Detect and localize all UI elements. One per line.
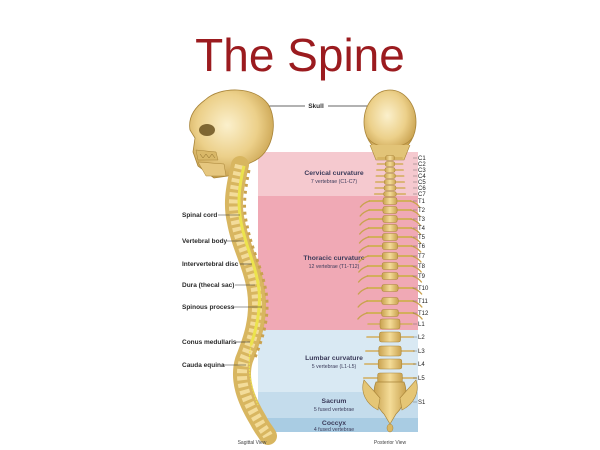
region-detail-cervical: 7 vertebrae (C1-C7) <box>311 179 357 185</box>
skull-label-group: Skull <box>262 103 372 110</box>
sagittal-labels: Spinal cord Vertebral body Intervertebra… <box>182 212 262 369</box>
region-detail-coccyx: 4 fused vertebrae <box>314 427 354 433</box>
vertebra-L4 <box>364 358 416 370</box>
vertebra-label-T12: T12 <box>418 311 429 317</box>
vertebra-T11 <box>357 297 423 308</box>
vertebra-label-T3: T3 <box>418 217 426 223</box>
vertebra-label-C5: C5 <box>418 180 426 186</box>
region-detail-sacrum: 5 fused vertebrae <box>314 407 354 413</box>
posterior-view-label: Posterior View <box>374 440 407 446</box>
vertebra-label-L4: L4 <box>418 362 425 368</box>
vertebra-L5 <box>362 372 418 384</box>
region-name-coccyx: Coccyx <box>322 420 346 427</box>
vertebra-T7 <box>358 252 422 263</box>
vertebra-label-C3: C3 <box>418 168 426 174</box>
vertebra-label-T11: T11 <box>418 299 429 305</box>
vertebra-T4 <box>359 224 421 235</box>
vertebra-label-L1: L1 <box>418 322 425 328</box>
vertebra-T1 <box>359 197 421 208</box>
vertebra-C2 <box>376 161 404 167</box>
posterior-vertebrae <box>357 155 423 384</box>
region-detail-lumbar: 5 vertebrae (L1-L5) <box>312 364 357 370</box>
vertebra-T8 <box>358 262 422 273</box>
vertebra-labels: C1C2C3C4C5C6C7T1T2T3T4T5T6T7T8T9T10T11T1… <box>413 156 429 406</box>
vertebra-label-L5: L5 <box>418 376 425 382</box>
label-spinous-process: Spinous process <box>182 304 235 311</box>
sagittal-spinal-cord <box>237 165 261 346</box>
slide-title: The Spine <box>195 29 405 81</box>
vertebra-label-C1: C1 <box>418 156 426 162</box>
vertebra-T5 <box>358 233 422 244</box>
vertebra-label-S1: S1 <box>418 400 426 406</box>
vertebra-T3 <box>359 215 421 226</box>
vertebra-label-L3: L3 <box>418 349 425 355</box>
vertebra-label-T4: T4 <box>418 226 426 232</box>
vertebra-C5 <box>374 179 406 185</box>
region-name-cervical: Cervical curvature <box>304 170 364 177</box>
vertebra-label-T9: T9 <box>418 274 426 280</box>
vertebra-label-T6: T6 <box>418 244 426 250</box>
label-cauda-equina: Cauda equina <box>182 362 225 369</box>
vertebra-label-C6: C6 <box>418 186 426 192</box>
vertebra-label-C2: C2 <box>418 162 426 168</box>
posterior-skull <box>363 89 417 155</box>
band-coccyx <box>258 418 418 432</box>
label-dura: Dura (thecal sac) <box>182 282 234 289</box>
vertebra-label-T2: T2 <box>418 208 426 214</box>
vertebra-L2 <box>366 331 414 343</box>
region-detail-thoracic: 12 vertebrae (T1-T12) <box>309 264 360 270</box>
label-conus-medullaris: Conus medullaris <box>182 339 237 346</box>
vertebra-T6 <box>358 242 422 253</box>
vertebra-label-T1: T1 <box>418 199 426 205</box>
vertebra-T9 <box>357 272 423 283</box>
vertebra-C7 <box>373 191 407 197</box>
vertebra-T12 <box>357 309 423 320</box>
vertebra-L1 <box>367 318 413 330</box>
sagittal-view: Spinal cord Vertebral body Intervertebra… <box>182 89 277 446</box>
posterior-coccyx <box>386 423 394 433</box>
vertebra-label-C7: C7 <box>418 192 426 198</box>
sagittal-skull <box>189 89 274 179</box>
vertebra-T2 <box>359 206 421 217</box>
vertebra-label-T8: T8 <box>418 264 426 270</box>
label-vertebral-body: Vertebral body <box>182 238 228 245</box>
sagittal-view-label: Sagittal View <box>238 440 267 446</box>
vertebra-label-L2: L2 <box>418 335 425 341</box>
vertebra-label-T5: T5 <box>418 235 426 241</box>
vertebra-T10 <box>357 284 423 295</box>
vertebra-C1 <box>377 155 403 161</box>
region-name-thoracic: Thoracic curvature <box>303 255 364 262</box>
region-labels: Cervical curvature 7 vertebrae (C1-C7) T… <box>303 170 364 433</box>
vertebra-label-C4: C4 <box>418 174 426 180</box>
vertebra-C3 <box>376 167 404 173</box>
skull-label: Skull <box>308 103 324 110</box>
vertebra-C4 <box>375 173 405 179</box>
vertebra-L3 <box>365 345 415 357</box>
region-name-lumbar: Lumbar curvature <box>305 355 363 362</box>
label-spinal-cord: Spinal cord <box>182 212 217 219</box>
posterior-view: C1C2C3C4C5C6C7T1T2T3T4T5T6T7T8T9T10T11T1… <box>357 89 429 446</box>
region-name-sacrum: Sacrum <box>322 398 347 405</box>
label-intervertebral-disc: Intervertebral disc <box>182 261 239 268</box>
vertebra-C6 <box>374 185 406 191</box>
vertebra-label-T7: T7 <box>418 254 426 260</box>
vertebra-label-T10: T10 <box>418 286 429 292</box>
